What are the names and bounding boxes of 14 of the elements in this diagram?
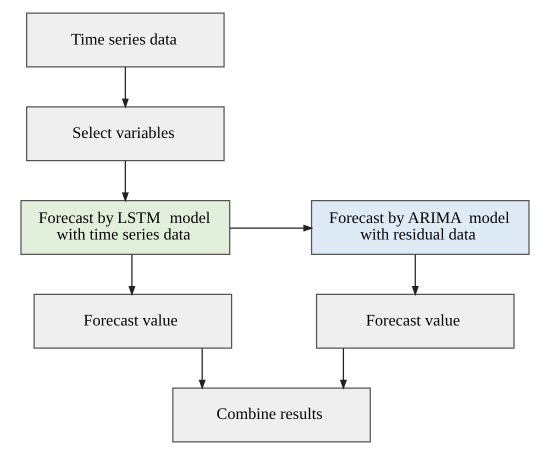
node-box: Combine results	[172, 387, 371, 442]
node-box: Forecast by LSTM model with time series data	[20, 200, 230, 255]
node-box: Forecast by ARIMA model with residual data	[310, 200, 530, 255]
arrow	[122, 160, 129, 202]
arrow	[230, 224, 314, 232]
node-box: Forecast value	[316, 294, 515, 349]
node-box: Time series data	[26, 12, 225, 68]
node-box: Forecast value	[34, 294, 232, 349]
arrow	[198, 348, 206, 390]
node-box: Select variables	[26, 106, 225, 162]
arrow	[122, 67, 129, 109]
arrow	[340, 348, 347, 390]
arrow	[412, 254, 419, 296]
arrow	[128, 254, 136, 296]
